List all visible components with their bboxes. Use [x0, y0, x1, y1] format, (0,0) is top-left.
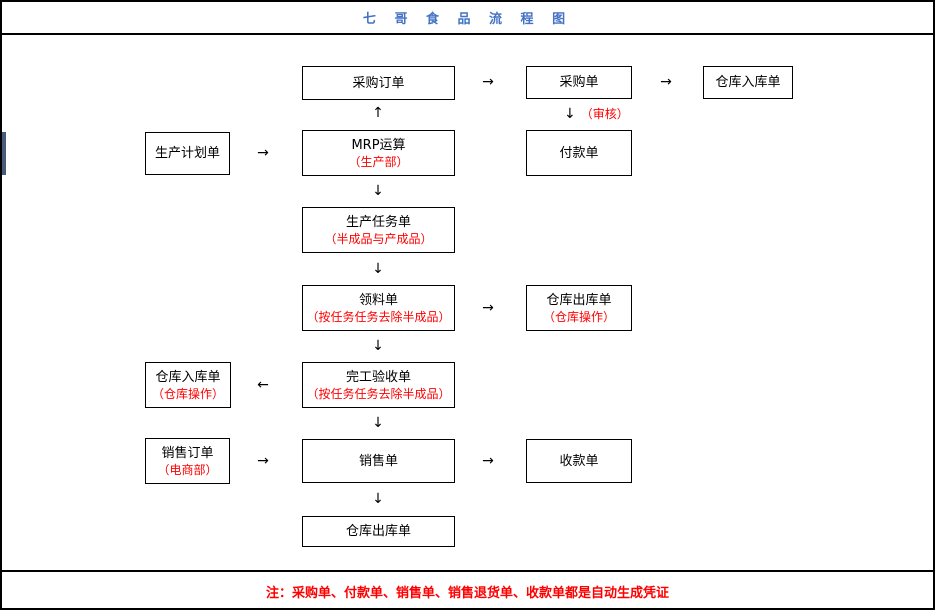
node-sublabel: （仓库操作） — [542, 309, 615, 324]
node-production-task: 生产任务单 （半成品与产成品） — [302, 207, 455, 253]
node-sales-bill: 销售单 — [302, 439, 455, 483]
node-label: 采购单 — [559, 75, 599, 90]
arrow-right-icon: → — [257, 145, 269, 161]
node-label: 生产任务单 — [345, 214, 411, 230]
node-sublabel: （按任务任务去除半成品） — [306, 386, 451, 401]
node-material-picking: 领料单 （按任务任务去除半成品） — [302, 285, 455, 331]
audit-connector: ↓ （审核） — [564, 107, 629, 121]
node-warehouse-inbound-top: 仓库入库单 — [703, 66, 793, 99]
arrow-down-icon: ↓ — [372, 261, 384, 277]
footer-note: 注：采购单、付款单、销售单、销售退货单、收款单都是自动生成凭证 — [265, 585, 669, 601]
node-sublabel: （生产部） — [348, 154, 409, 169]
node-sublabel: （半成品与产成品） — [324, 231, 433, 246]
arrow-left-icon: ← — [257, 377, 269, 393]
node-label: 采购订单 — [352, 75, 405, 91]
arrow-down-icon: ↓ — [372, 183, 384, 199]
node-label: MRP运算 — [351, 137, 406, 153]
arrow-right-icon: → — [482, 300, 494, 316]
node-sublabel: （电商部） — [157, 462, 218, 477]
node-mrp-calculation: MRP运算 （生产部） — [302, 130, 455, 176]
node-label: 付款单 — [559, 145, 599, 161]
node-warehouse-outbound-bottom: 仓库出库单 — [302, 516, 455, 547]
node-label: 仓库入库单 — [155, 369, 221, 385]
footer-bar: 注：采购单、付款单、销售单、销售退货单、收款单都是自动生成凭证 — [2, 570, 933, 608]
arrow-right-icon: → — [482, 74, 494, 90]
node-warehouse-inbound-left: 仓库入库单 （仓库操作） — [145, 362, 231, 408]
node-production-plan: 生产计划单 — [145, 132, 230, 175]
audit-label: （审核） — [580, 107, 629, 121]
node-payment-bill: 付款单 — [526, 130, 632, 176]
page-title: 七 哥 食 品 流 程 图 — [362, 12, 573, 27]
node-label: 收款单 — [559, 453, 599, 469]
arrow-down-icon: ↓ — [372, 415, 384, 431]
node-label: 仓库入库单 — [715, 75, 781, 90]
left-edge-marker — [2, 132, 6, 175]
node-label: 销售单 — [358, 453, 398, 469]
arrow-down-icon: ↓ — [564, 106, 576, 122]
node-receipt-bill: 收款单 — [526, 439, 632, 483]
arrow-down-icon: ↓ — [372, 338, 384, 354]
node-purchase-bill: 采购单 — [526, 66, 632, 99]
node-completion-inspection: 完工验收单 （按任务任务去除半成品） — [302, 362, 455, 408]
node-purchase-order: 采购订单 — [302, 66, 455, 100]
node-label: 生产计划单 — [154, 146, 220, 161]
node-label: 仓库出库单 — [345, 524, 411, 539]
arrow-down-icon: ↓ — [372, 491, 384, 507]
node-label: 仓库出库单 — [546, 292, 612, 308]
node-label: 完工验收单 — [345, 369, 411, 385]
node-label: 销售订单 — [161, 445, 214, 461]
arrow-up-icon: ↑ — [372, 105, 384, 121]
node-sales-order: 销售订单 （电商部） — [145, 438, 230, 484]
arrow-right-icon: → — [660, 74, 672, 90]
title-bar: 七 哥 食 品 流 程 图 — [2, 2, 933, 35]
node-warehouse-outbound-mid: 仓库出库单 （仓库操作） — [526, 285, 632, 331]
node-sublabel: （按任务任务去除半成品） — [306, 309, 451, 324]
arrow-right-icon: → — [257, 453, 269, 469]
node-label: 领料单 — [358, 292, 398, 308]
arrow-right-icon: → — [482, 453, 494, 469]
node-sublabel: （仓库操作） — [151, 386, 224, 401]
